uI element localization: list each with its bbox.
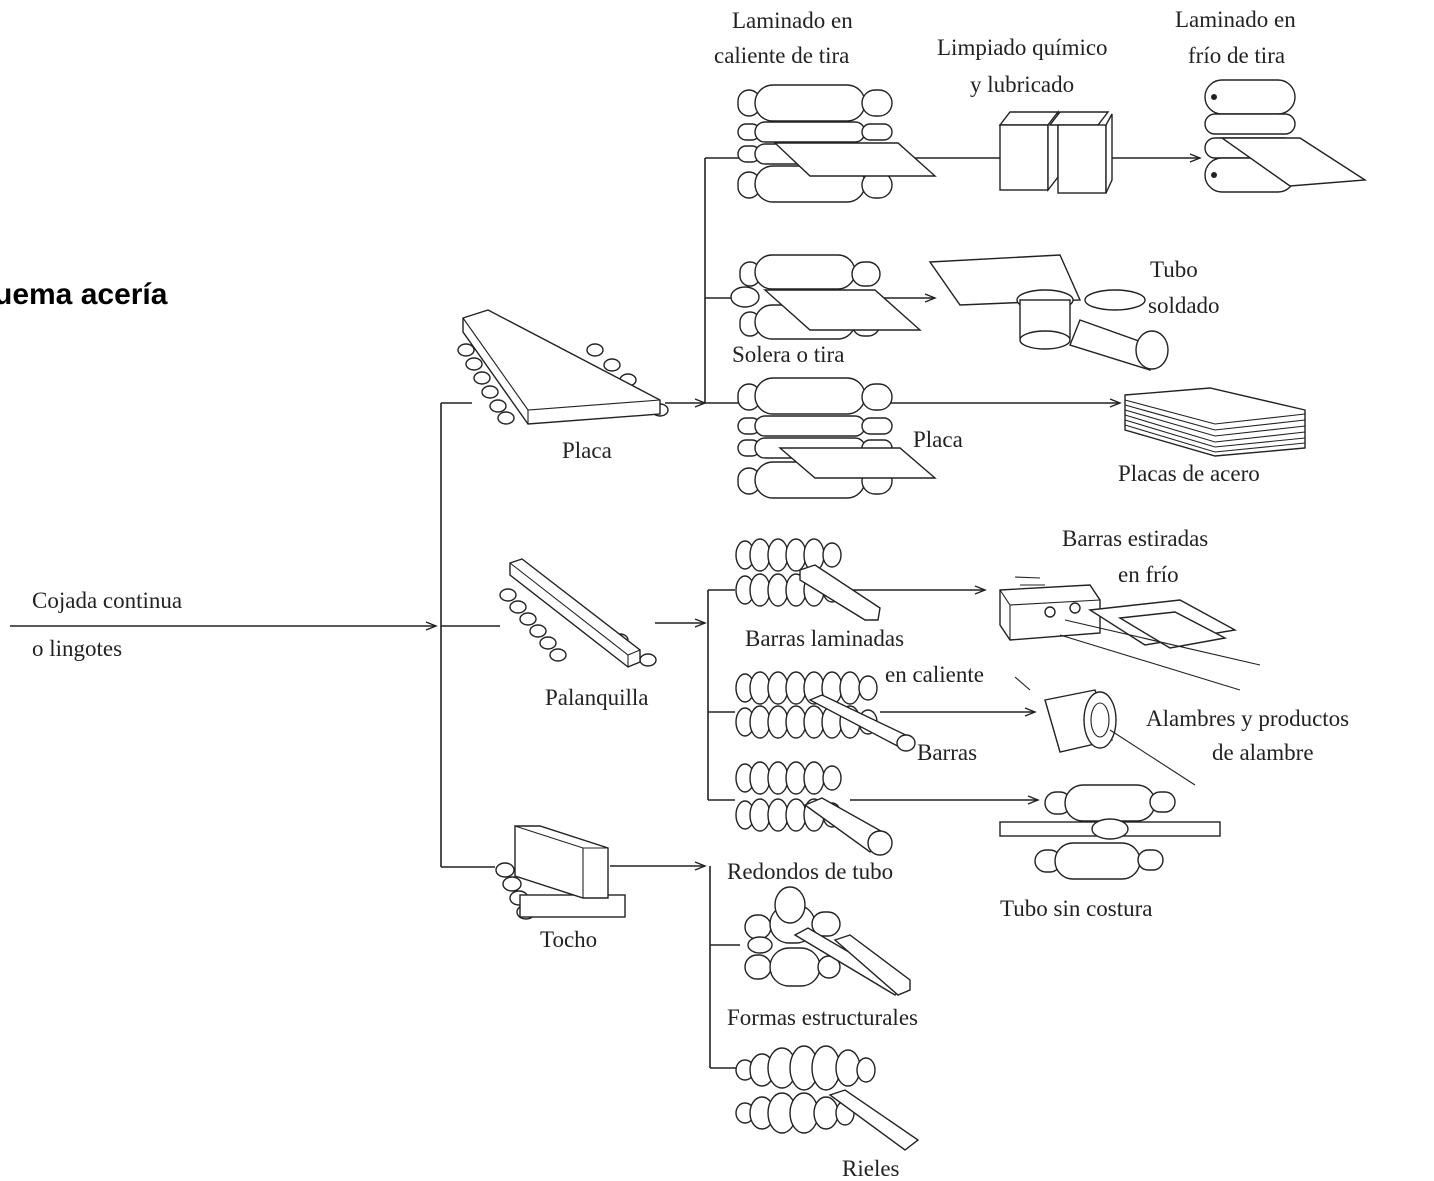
solera-label: Solera o tira (732, 342, 844, 367)
tocho-label: Tocho (540, 927, 597, 952)
hot-strip-label-line2: caliente de tira (714, 43, 849, 68)
input-label-line1: Cojada continua (32, 588, 182, 613)
plate-mill-icon (738, 378, 935, 498)
wire-label-line1: Alambres y productos (1146, 706, 1349, 731)
placa-label: Placa (562, 438, 612, 463)
cold-strip-label-line1: Laminado en (1175, 7, 1296, 32)
wire-die-icon (1045, 690, 1195, 785)
palanquilla-label: Palanquilla (545, 685, 648, 710)
rail-mill-icon (736, 1046, 918, 1150)
steel-plates-stack-icon (1125, 388, 1305, 456)
tocho-bloom-icon (496, 826, 625, 919)
input-label-line2: o lingotes (32, 636, 122, 661)
hot-strip-label-line1: Laminado en (732, 8, 853, 33)
cold-bars-label-line1: Barras estiradas (1062, 526, 1208, 551)
bar-mill-1-icon (736, 539, 880, 620)
barras-label: Barras (917, 740, 977, 765)
bar-mill-3-icon (736, 762, 892, 855)
structural-label: Formas estructurales (727, 1005, 918, 1030)
rails-label: Rieles (842, 1156, 900, 1181)
cold-bars-label-line2: en frío (1118, 562, 1179, 587)
welded-tube-icon (930, 255, 1168, 370)
cold-strip-mill-icon (1205, 80, 1365, 192)
seamless-label: Tubo sin costura (1000, 896, 1153, 921)
cold-strip-label-line2: frío de tira (1188, 43, 1285, 68)
palanquilla-billet-icon (500, 559, 656, 667)
diagram-labels: Cojada continua o lingotes Placa Palanqu… (32, 7, 1349, 1181)
welded-tube-label-line1: Tubo (1150, 257, 1198, 282)
tube-rounds-label: Redondos de tubo (727, 859, 893, 884)
placa-slab-icon (458, 310, 668, 424)
hot-bars-label-line2: en caliente (885, 662, 984, 687)
structural-mill-icon (745, 887, 910, 995)
solera-mill-icon (731, 255, 920, 339)
hot-strip-mill-icon (738, 85, 935, 202)
pickling-label-line2: y lubricado (970, 72, 1074, 97)
wire-label-line2: de alambre (1212, 740, 1314, 765)
hot-bars-label-line1: Barras laminadas (745, 626, 904, 651)
steel-plates-label: Placas de acero (1118, 461, 1260, 486)
seamless-tube-icon (1000, 785, 1220, 879)
welded-tube-label-line2: soldado (1148, 293, 1220, 318)
pickling-tanks-icon (1000, 112, 1112, 193)
pickling-label-line1: Limpiado químico (937, 35, 1108, 60)
plate-mill-label: Placa (913, 427, 963, 452)
cold-drawn-bars-icon (1000, 577, 1260, 690)
